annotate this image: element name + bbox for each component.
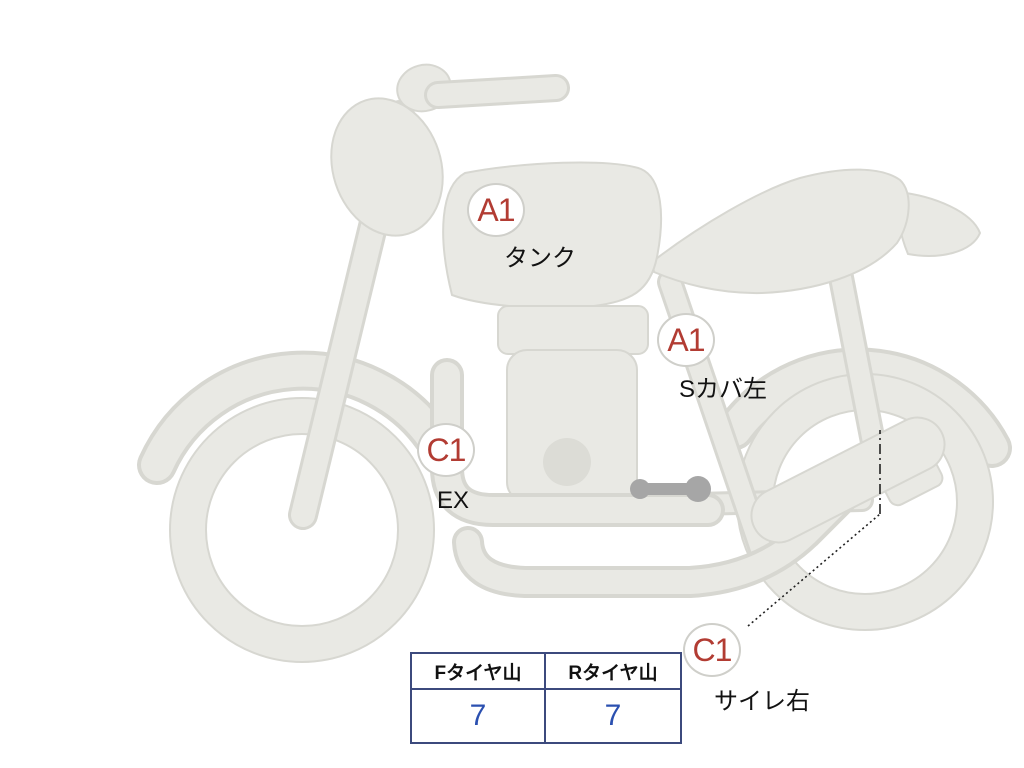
airbox [497, 305, 649, 355]
front-wheel [169, 397, 435, 663]
grade-badge-tank: A1 [467, 183, 525, 237]
front-tire-value: 7 [412, 690, 546, 742]
kick-lever [630, 476, 711, 502]
grade-badge-side-cover-left: A1 [657, 313, 715, 367]
rear-tire-header: Rタイヤ山 [546, 654, 680, 690]
label-tank: タンク [504, 245, 576, 272]
front-tire-header: Fタイヤ山 [412, 654, 546, 690]
muffler [750, 416, 946, 544]
label-exhaust: EX [437, 487, 470, 514]
grade-badge-exhaust: C1 [417, 423, 475, 477]
fuel-tank [442, 161, 663, 309]
exhaust-pipe-lower [452, 482, 858, 598]
handlebar [424, 74, 570, 109]
frame-strut-rear [825, 249, 891, 481]
label-side-cover-left: Sカバ左 [679, 376, 768, 403]
headlight [330, 97, 444, 237]
pointer-line-dotted [747, 513, 881, 627]
tail-cowl [896, 190, 982, 257]
seat [650, 168, 910, 295]
rear-tire-value: 7 [604, 699, 622, 732]
grade-badge-silencer-right: C1 [683, 623, 741, 677]
label-silencer-right: サイレ右 [714, 688, 810, 715]
front-fender [137, 350, 458, 485]
engine-cover [543, 438, 591, 486]
tire-tread-table: Fタイヤ山 Rタイヤ山 7 7 [410, 652, 682, 744]
